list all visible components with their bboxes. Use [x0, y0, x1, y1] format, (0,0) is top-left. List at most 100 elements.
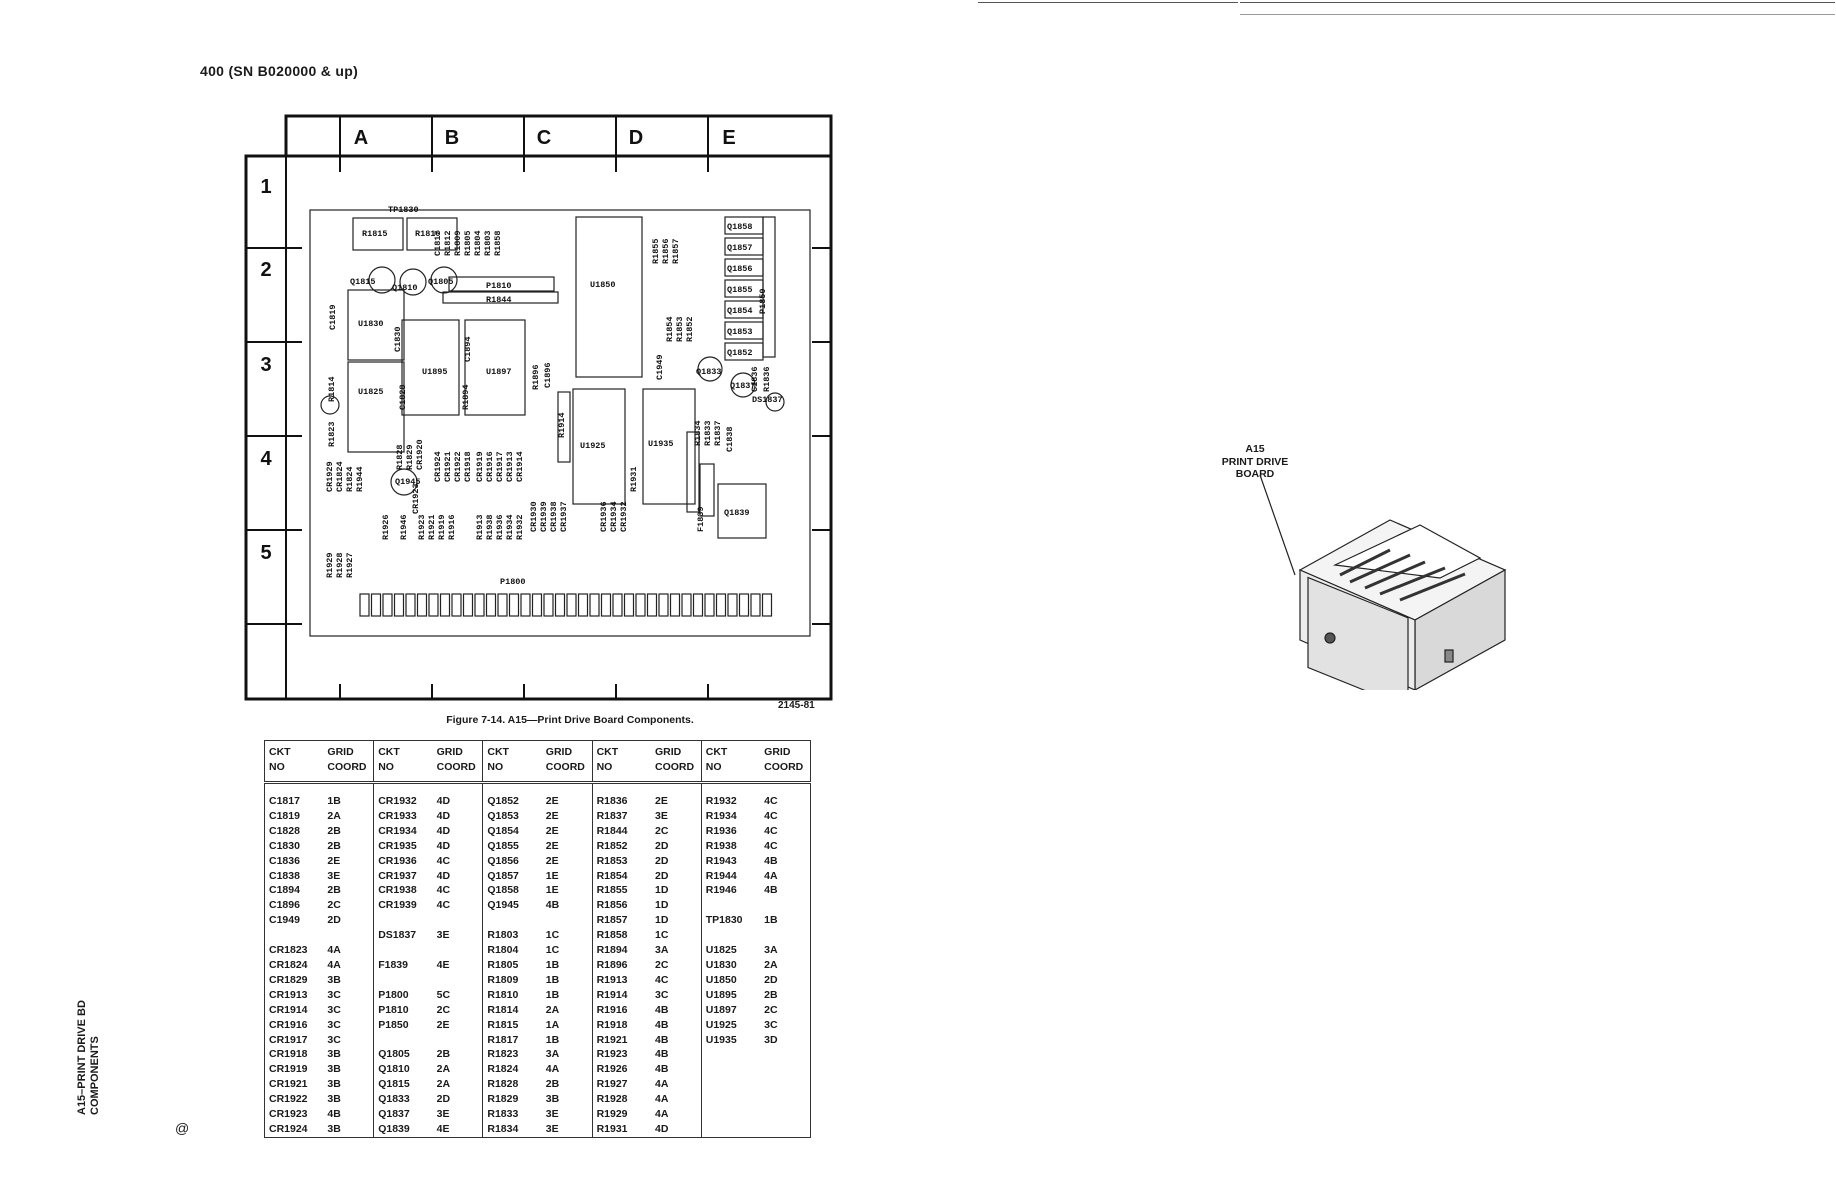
grid-coord-cell: 2B — [323, 883, 375, 899]
component-cr1918: CR1918 — [463, 451, 473, 482]
grid-coord-cell: 4C — [432, 898, 484, 914]
grid-coord-cell: 3D — [764, 1033, 778, 1046]
component-r1836: R1836 — [762, 366, 772, 392]
callout-line3: BOARD — [1235, 468, 1275, 480]
grid-coord-cell: 2B — [432, 1047, 484, 1063]
grid-coord-cell: 4D — [650, 1121, 702, 1138]
component-q1805: Q1805 — [428, 277, 454, 287]
grid-coord-cell: 2C — [764, 1003, 778, 1016]
ckt-no-cell — [701, 1077, 760, 1092]
grid-column-A: A — [354, 127, 368, 149]
ckt-no-cell: F1839 — [378, 958, 408, 971]
component-cr1920: CR1920 — [415, 439, 425, 470]
component-cr1924: CR1924 — [433, 451, 443, 482]
callout-line1: A15 — [1245, 443, 1265, 455]
component-q1857: Q1857 — [727, 243, 753, 253]
grid-coord-cell: 4B — [764, 854, 778, 867]
u1850-outline — [575, 216, 643, 378]
grid-coord-cell: 4B — [323, 1107, 375, 1122]
grid-coord-cell — [760, 1047, 810, 1062]
component-u1925: U1925 — [580, 441, 606, 451]
grid-coord-cell: 2C — [650, 957, 702, 973]
ckt-no-cell: R1804 — [487, 944, 519, 957]
component-r1913: R1913 — [475, 514, 485, 540]
grid-coord-cell: 2E — [541, 853, 593, 869]
grid-coord-cell: 3B — [323, 972, 375, 988]
ckt-no-cell: CR1936 — [378, 854, 417, 867]
component-r1823: R1823 — [327, 421, 337, 447]
component-q1854: Q1854 — [727, 306, 753, 316]
component-r1938: R1938 — [485, 514, 495, 540]
grid-coord-cell: 2C — [323, 898, 375, 914]
grid-coord-cell — [541, 913, 593, 929]
figure-caption: Figure 7-14. A15—Print Drive Board Compo… — [446, 714, 694, 726]
grid-coord-cell: 2B — [764, 988, 778, 1001]
ckt-no-cell: C1838 — [269, 869, 300, 882]
side-title-line2: COMPONENTS — [89, 1036, 101, 1115]
grid-coord-cell: 4C — [764, 824, 778, 837]
ckt-no-cell: Q1839 — [378, 1122, 410, 1135]
grid-coord-cell — [432, 1032, 484, 1048]
grid-coord-cell: 2C — [432, 1002, 484, 1018]
ckt-no-cell: R1824 — [487, 1063, 519, 1076]
ckt-no-cell: R1844 — [596, 824, 628, 837]
ckt-no-cell: Q1833 — [378, 1093, 410, 1106]
ckt-no-cell: C1896 — [269, 899, 300, 912]
grid-coord-cell: 2D — [323, 913, 375, 929]
ckt-no-cell: R1946 — [705, 884, 737, 897]
component-r1809: R1809 — [453, 230, 463, 256]
grid-coord-cell: 3E — [541, 1121, 593, 1138]
grid-coord-cell: 3E — [432, 928, 484, 944]
component-c1894: C1894 — [463, 336, 473, 362]
ckt-no-cell: R1943 — [705, 854, 737, 867]
grid-coord-cell: 4A — [323, 943, 375, 958]
component-q1852: Q1852 — [727, 348, 753, 358]
component-r1914: R1914 — [557, 412, 567, 438]
component-r1828: R1828 — [395, 444, 405, 470]
grid-coord-cell: 2A — [764, 958, 778, 971]
component-q1839: Q1839 — [724, 508, 750, 518]
grid-coord-cell: 2D — [432, 1092, 484, 1108]
ckt-no-cell: Q1858 — [487, 884, 519, 897]
grid-coord-cell: 2B — [323, 838, 375, 854]
grid-row-3: 3 — [260, 354, 271, 376]
component-r1833: R1833 — [703, 420, 713, 446]
grid-coord-cell: 4B — [650, 1017, 702, 1033]
ckt-no-cell — [265, 928, 324, 943]
component-r1803: R1803 — [483, 230, 493, 256]
ckt-no-cell: Q1815 — [378, 1078, 410, 1091]
callout-line2: PRINT DRIVE — [1221, 455, 1289, 468]
grid-coord-cell: 2E — [541, 794, 593, 809]
component-f1839: F1839 — [696, 506, 706, 532]
grid-coord-cell: 4D — [432, 794, 484, 809]
component-r1858: R1858 — [493, 230, 503, 256]
grid-coord-cell — [760, 898, 810, 913]
component-r1931: R1931 — [629, 466, 639, 492]
grid-coord-cell: 4C — [432, 883, 484, 899]
grid-coord-cell: 3B — [541, 1092, 593, 1108]
ckt-no-cell — [701, 1062, 760, 1077]
component-r1844: R1844 — [486, 295, 512, 305]
ckt-no-cell: R1929 — [596, 1108, 628, 1121]
component-r1810: R1810 — [415, 229, 441, 239]
grid-coord-cell: 3E — [650, 808, 702, 824]
ckt-no-cell: R1913 — [596, 973, 628, 986]
grid-coord-cell: 3C — [764, 1018, 778, 1031]
ckt-no-cell: DS1837 — [378, 929, 417, 942]
component-c1896: C1896 — [543, 362, 553, 388]
ckt-no-cell: CR1938 — [378, 884, 417, 897]
component-r1854: R1854 — [665, 316, 675, 342]
component-r1944: R1944 — [355, 466, 365, 492]
